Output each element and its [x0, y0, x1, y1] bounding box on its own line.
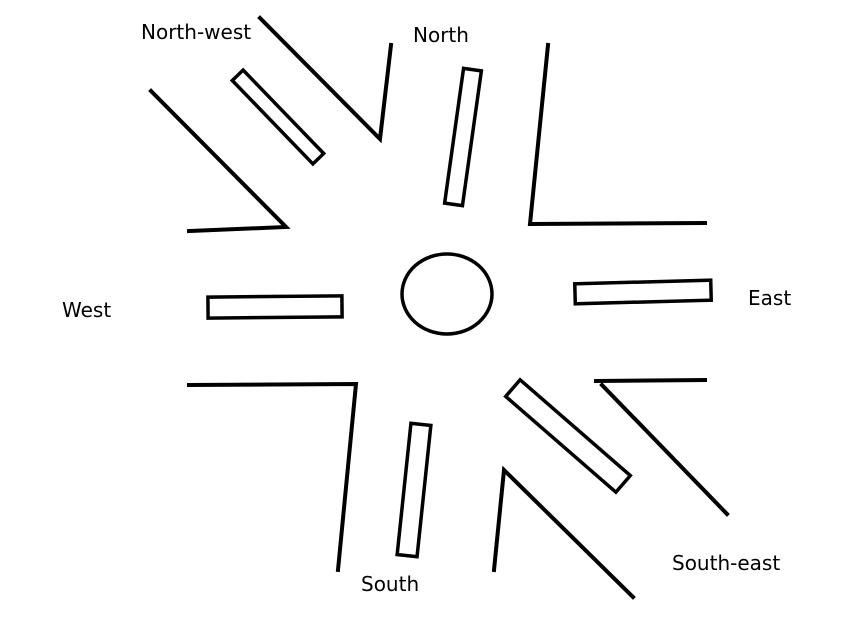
roundabout-circle	[400, 252, 494, 336]
south-island	[395, 421, 433, 559]
west-island	[206, 294, 344, 320]
label-north-west: North-west	[141, 20, 252, 44]
south-east-road-outer-edge	[599, 382, 730, 517]
label-south: South	[361, 572, 420, 596]
label-north: North	[413, 23, 469, 47]
label-east: East	[748, 286, 792, 310]
east-island	[572, 278, 714, 306]
north-west-island	[229, 67, 327, 167]
south-east-island	[503, 377, 633, 495]
north-east-road-edge	[527, 42, 708, 227]
label-west: West	[62, 298, 112, 322]
north-island	[442, 66, 484, 208]
south-east-road-edge	[593, 377, 708, 384]
south-road-edge	[491, 465, 636, 600]
north-west-road-outer-edge	[148, 88, 291, 234]
south-west-road-edge	[186, 381, 359, 573]
north-west-north-road-edge	[257, 15, 394, 144]
label-south-east: South-east	[672, 551, 781, 575]
